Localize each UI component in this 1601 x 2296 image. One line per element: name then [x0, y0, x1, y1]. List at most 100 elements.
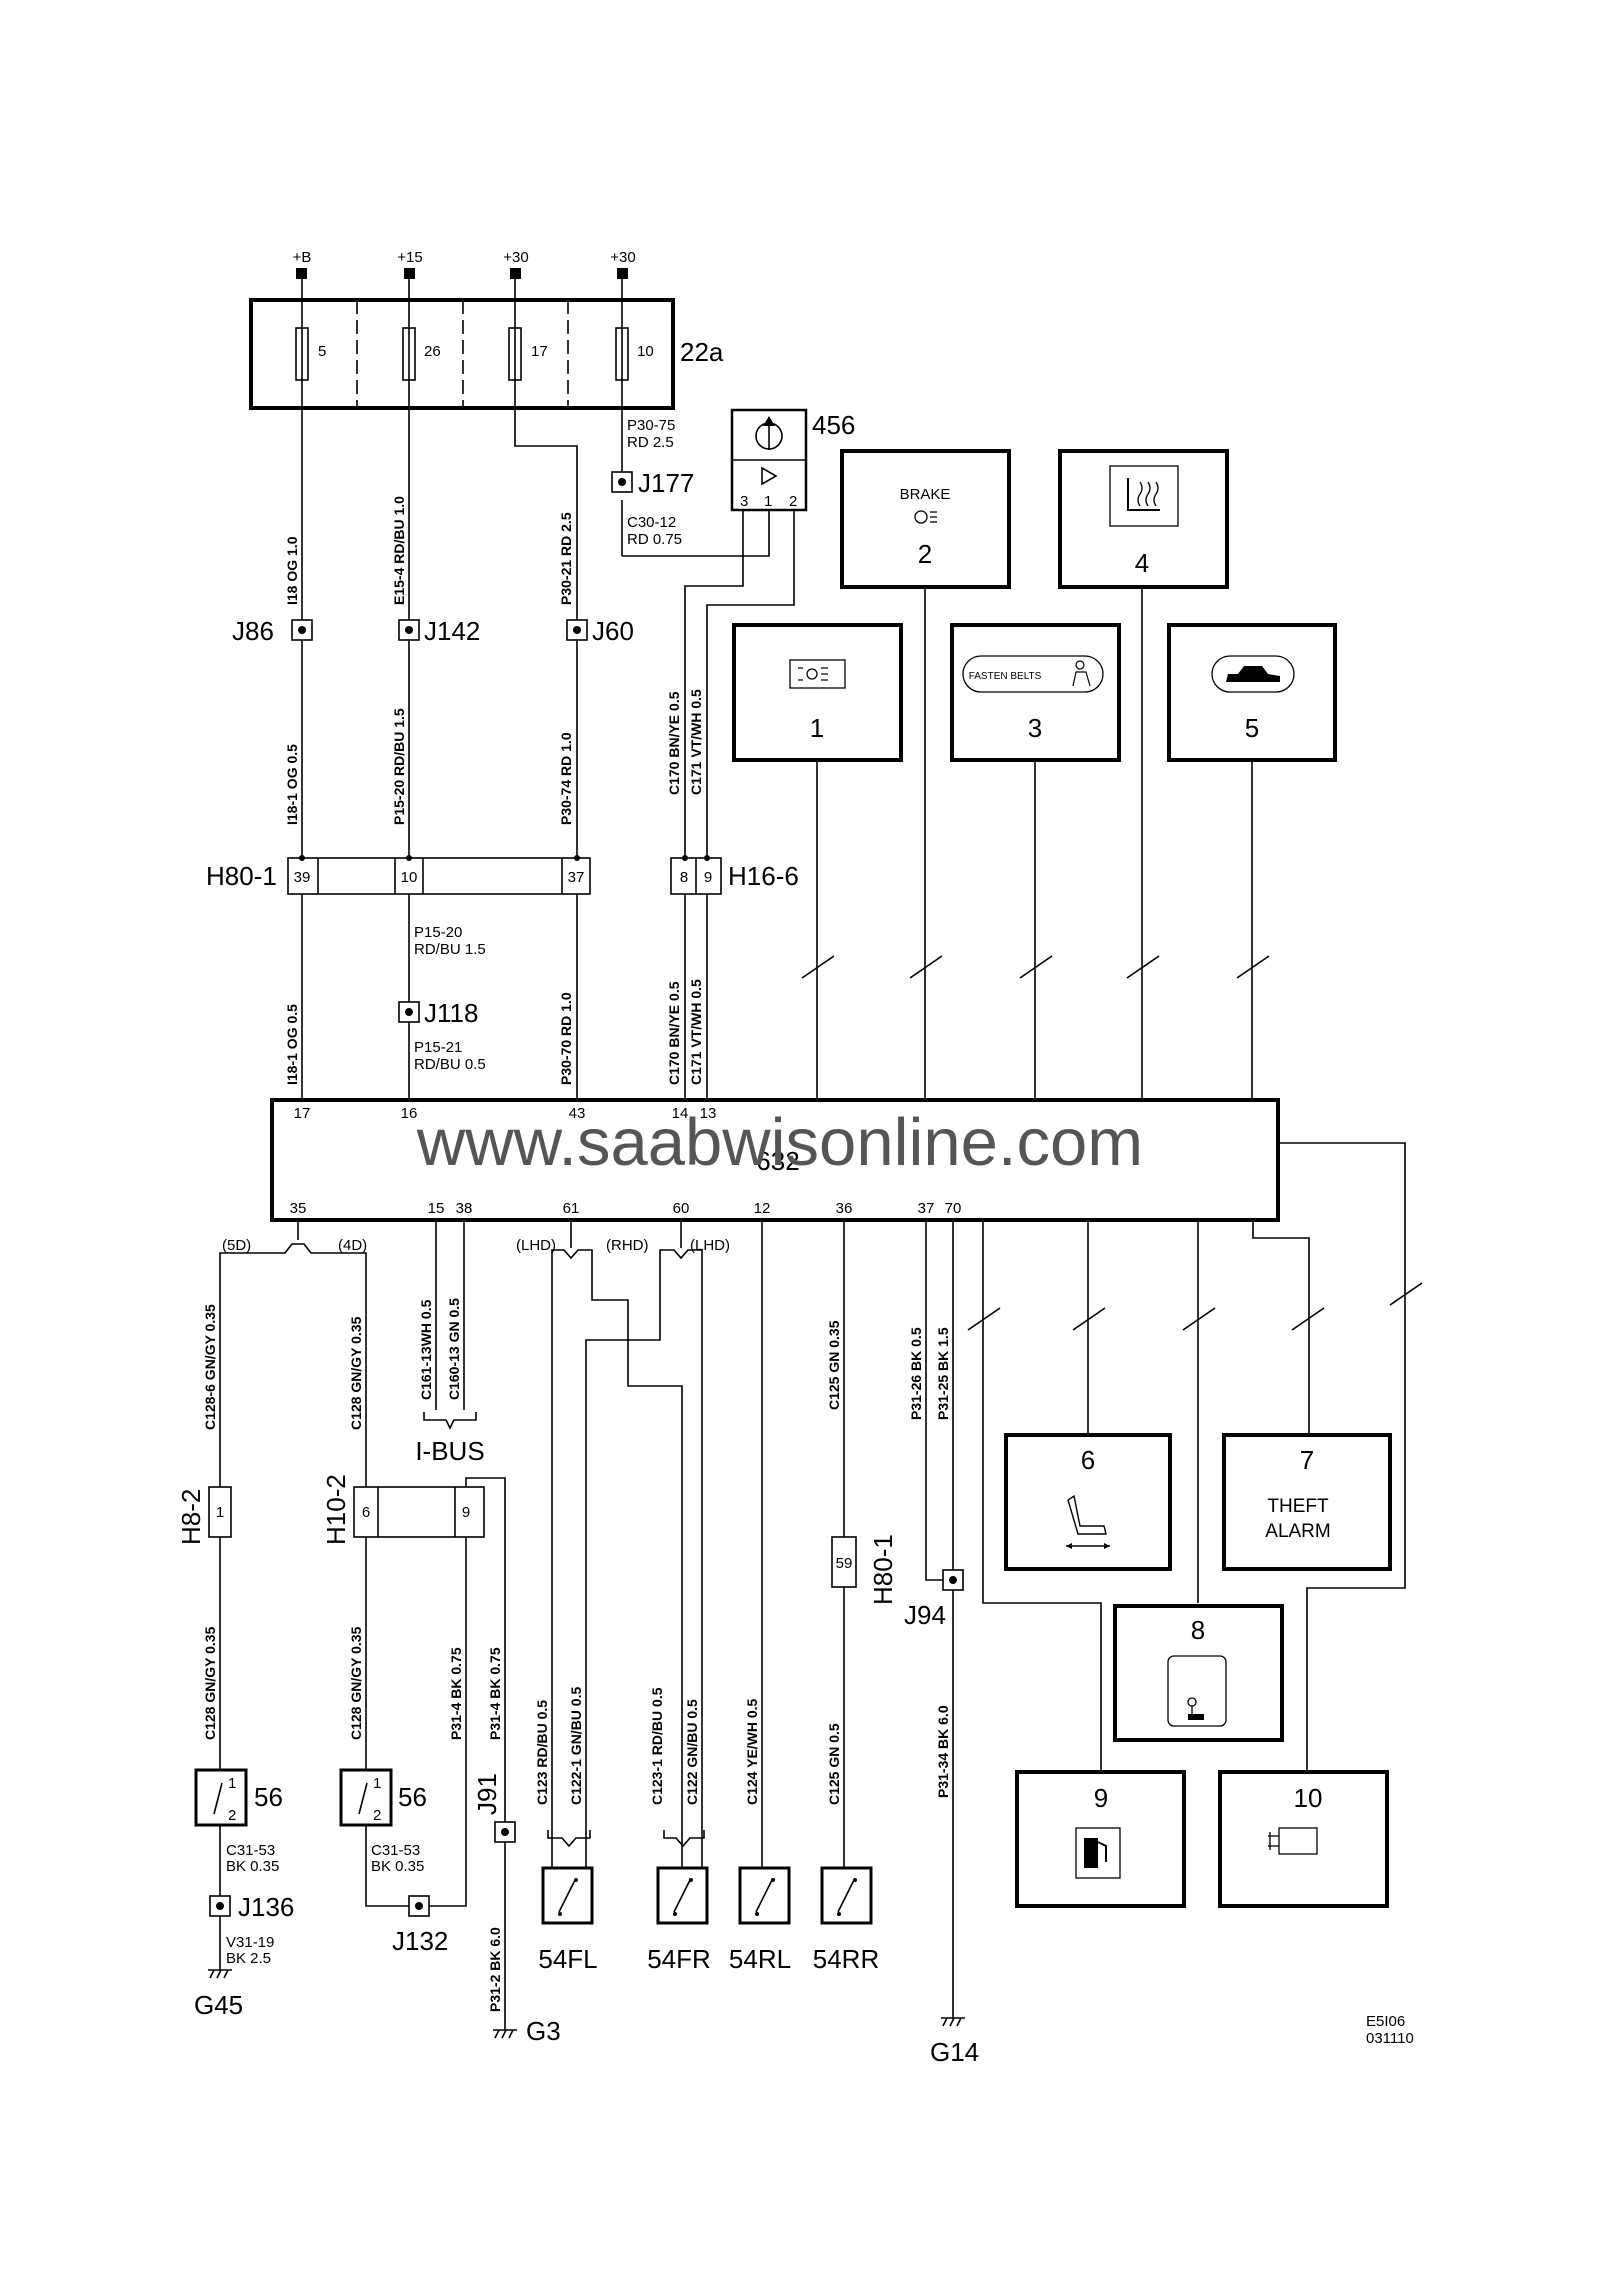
ecu-632: 17 16 43 14 13 632 35 15 38 61 60 12 36 …	[270, 1098, 1280, 1222]
indicator-lamps-bottom: 6 7 THEFT ALARM 8 9 10	[1004, 1433, 1392, 1908]
lamp-text: THEFT	[1267, 1496, 1329, 1517]
switch-label: 54RL	[729, 1944, 791, 1974]
upper-wire-labels: I18 OG 1.0 E15-4 RD/BU 1.0 P30-21 RD 2.5…	[284, 417, 704, 1085]
fuse-number: 10	[637, 343, 654, 360]
wire-label: RD/BU 0.5	[414, 1056, 486, 1073]
wire-label: C122-1 GN/BU 0.5	[568, 1687, 584, 1805]
junction-label: J94	[904, 1600, 946, 1630]
wire-label: P31-4 BK 0.75	[487, 1647, 503, 1740]
wire-label: P15-21	[414, 1039, 462, 1056]
i-bus: C161-13WH 0.5 C160-13 GN 0.5 I-BUS	[415, 1220, 485, 1466]
pin-number: 10	[401, 869, 418, 886]
watermark: www.saabwisonline.com	[416, 1105, 1143, 1180]
lamp-text: ALARM	[1265, 1521, 1330, 1542]
wire-label: C125 GN 0.5	[826, 1723, 842, 1805]
lamp-wires	[801, 587, 1270, 1100]
connector-pins	[299, 855, 710, 861]
ground-label: G14	[930, 2037, 979, 2067]
lamp-number: 8	[1191, 1615, 1205, 1645]
pin-number: 35	[290, 1200, 307, 1217]
pin-number: 6	[362, 1504, 370, 1521]
pin-number: 59	[836, 1555, 853, 1572]
wire-label: C128-6 GN/GY 0.35	[202, 1304, 218, 1430]
fuse-box-22a: 5 26 17 10 22a	[249, 279, 724, 410]
pin-number: 2	[228, 1807, 236, 1824]
wire-label: BK 0.35	[371, 1858, 424, 1875]
wire-label: C128 GN/GY 0.35	[202, 1626, 218, 1740]
pin-number: 9	[462, 1504, 470, 1521]
wire-label: P30-75	[627, 417, 675, 434]
pin-number: 70	[945, 1200, 962, 1217]
junction-label: J142	[424, 616, 480, 646]
pin-number: 43	[569, 1105, 586, 1122]
pin-number: 61	[563, 1200, 580, 1217]
wire-label: P30-74 RD 1.0	[558, 732, 574, 825]
lamp-number: 1	[810, 713, 824, 743]
wire-label: C31-53	[371, 1842, 420, 1859]
key-icon	[1167, 1655, 1227, 1727]
wire-label: C128 GN/GY 0.35	[348, 1626, 364, 1740]
pin-number: 16	[401, 1105, 418, 1122]
connector-label: H8-2	[176, 1489, 206, 1545]
wire-label: P15-20	[414, 924, 462, 941]
lamp-text: BRAKE	[900, 486, 951, 503]
pin-number: 60	[673, 1200, 690, 1217]
switch-label: 56	[254, 1782, 283, 1812]
wire-label: RD 0.75	[627, 531, 682, 548]
seat-icon	[1066, 1494, 1110, 1549]
component-label: 456	[812, 410, 855, 440]
supply-label: +30	[610, 249, 635, 266]
lamp-number: 10	[1294, 1783, 1323, 1813]
supply-label: +30	[503, 249, 528, 266]
ground-symbol	[208, 1969, 232, 1979]
wire-label: C31-53	[226, 1842, 275, 1859]
switch-label: 56	[398, 1782, 427, 1812]
seatbelt-icon	[962, 655, 1104, 693]
wire-label: P31-26 BK 0.5	[908, 1327, 924, 1420]
junction-label: J60	[592, 616, 634, 646]
wire-label: V31-19	[226, 1934, 274, 1951]
ecu-label: 632	[756, 1146, 799, 1176]
wire-label: E15-4 RD/BU 1.0	[391, 496, 407, 605]
lamp-number: 2	[918, 539, 932, 569]
indicator-lamps-top: BRAKE 2 4 1	[732, 449, 1337, 762]
wire-label: P31-2 BK 6.0	[487, 1927, 503, 2012]
pin-number: 2	[373, 1807, 381, 1824]
wire-label: C171 VT/WH 0.5	[688, 979, 704, 1085]
junction-label: J136	[238, 1892, 294, 1922]
fog-light-icon	[789, 659, 846, 689]
diagram-code: E5I06	[1366, 2013, 1405, 2030]
wire-label: P31-25 BK 1.5	[935, 1327, 951, 1420]
sensor-456: 3 1 2 456	[622, 408, 855, 557]
variant-label: (5D)	[222, 1237, 251, 1254]
wire-label: P31-4 BK 0.75	[448, 1647, 464, 1740]
wire-label: C123-1 RD/BU 0.5	[649, 1687, 665, 1805]
ground-symbol	[941, 2017, 965, 2027]
door-switch-wiring: (5D) (4D) C128-6 GN/GY 0.35 C128 GN/GY 0…	[176, 1220, 561, 2046]
pin-number: 13	[700, 1105, 717, 1122]
pin-number: 37	[568, 869, 585, 886]
fuse-number: 5	[318, 343, 326, 360]
lamp-number: 7	[1300, 1445, 1314, 1475]
wire-label: I18 OG 1.0	[284, 536, 300, 605]
supply-label: +15	[397, 249, 422, 266]
pin-number: 38	[456, 1200, 473, 1217]
wire-label: BK 2.5	[226, 1950, 271, 1967]
wire-label: RD 2.5	[627, 434, 674, 451]
pin-number: 12	[754, 1200, 771, 1217]
diagram-date: 031110	[1366, 2030, 1414, 2047]
pin-number: 8	[680, 869, 688, 886]
wire-label: P15-20 RD/BU 1.5	[391, 708, 407, 825]
wire-label: RD/BU 1.5	[414, 941, 486, 958]
variant-label: (RHD)	[606, 1237, 649, 1254]
lamp-number: 4	[1135, 548, 1149, 578]
variant-label: (LHD)	[690, 1237, 730, 1254]
connector-label: H16-6	[728, 861, 799, 891]
pin-number: 39	[294, 869, 311, 886]
connector-h80-1: 39 10 37 H80-1	[206, 857, 591, 895]
junction-label: J132	[392, 1926, 448, 1956]
wire-label: C125 GN 0.35	[826, 1320, 842, 1410]
lamp-number: 9	[1094, 1783, 1108, 1813]
pin-number: 1	[216, 1504, 224, 1521]
wire-label: I18-1 OG 0.5	[284, 1004, 300, 1085]
